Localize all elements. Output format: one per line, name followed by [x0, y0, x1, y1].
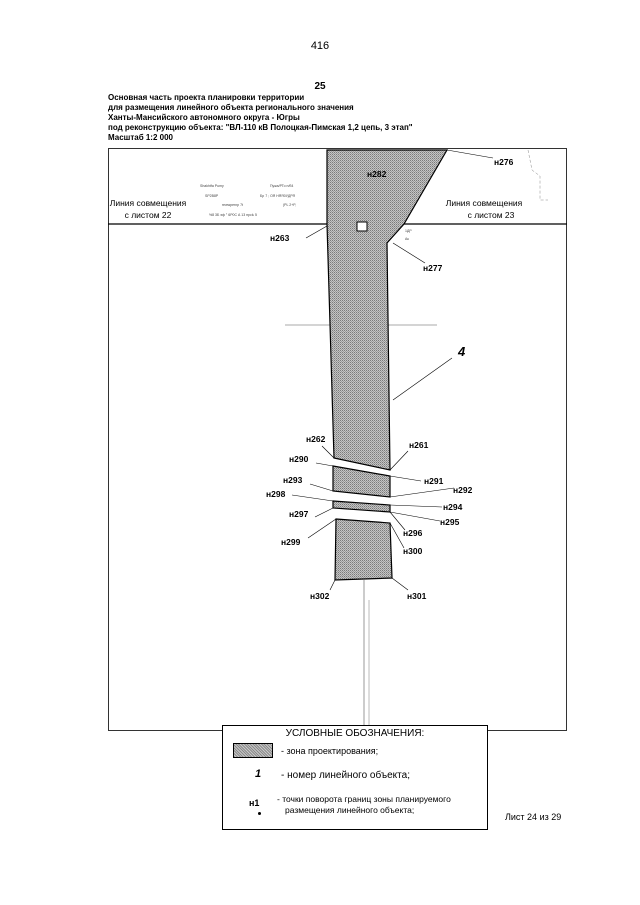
design-zone-strip-1 [332, 465, 391, 498]
header-line: Основная часть проекта планировки террит… [108, 93, 305, 102]
legend-point-dot [258, 812, 261, 815]
sheet-footer: Лист 24 из 29 [505, 812, 562, 822]
map-annotation: rewwpernp 7t [222, 203, 243, 207]
header-line: под реконструкцию объекта: "ВЛ-110 кВ По… [108, 123, 413, 132]
leader-lines [291, 149, 494, 591]
point-label: н276 [494, 157, 514, 167]
point-label: н295 [440, 517, 460, 527]
point-label: н296 [403, 528, 423, 538]
header-line: Ханты-Мансийского автономного округа - Ю… [108, 113, 300, 122]
map-annotation: Пужа/РТо н/б4 [270, 184, 293, 188]
legend-object-number-label: - номер линейного объекта; [281, 770, 410, 781]
legend: УСЛОВНЫЕ ОБОЗНАЧЕНИЯ: - зона проектирова… [222, 725, 488, 830]
point-label: н290 [289, 454, 309, 464]
point-label: н277 [423, 263, 443, 273]
page-number: 416 [310, 40, 330, 52]
design-zone-strip-2 [332, 500, 391, 513]
point-label: н300 [403, 546, 423, 556]
match-line-left: Линия совмещения [110, 198, 187, 208]
map-annotation: 1ДР [405, 229, 412, 233]
point-label: н302 [310, 591, 330, 601]
point-label: н298 [266, 489, 286, 499]
point-label: н261 [409, 440, 429, 450]
map-annotation: Shakhtfa Pumy [200, 184, 224, 188]
sheet-number: 25 [314, 81, 326, 92]
drawing-header: Основная часть проекта планировки террит… [108, 93, 413, 143]
point-label: н297 [289, 509, 309, 519]
match-line-left: с листом 22 [125, 210, 172, 220]
legend-point-label: размещения линейного объекта; [285, 805, 415, 815]
boundary-dashed [527, 149, 548, 201]
point-label: н263 [270, 233, 290, 243]
point-label: н294 [443, 502, 463, 512]
legend-zone-label: - зона проектирования; [281, 746, 379, 756]
match-line-right: Линия совмещения [446, 198, 523, 208]
map-annotation: Бр 7 ; ОЯ НЯЯ0УДРЯ [260, 194, 295, 198]
point-label: н301 [407, 591, 427, 601]
point-label: н282 [367, 169, 387, 179]
legend-object-number-symbol: 1 [255, 768, 262, 780]
point-label: н262 [306, 434, 326, 444]
legend-title: УСЛОВНЫЕ ОБОЗНАЧЕНИЯ: [285, 728, 425, 739]
point-label: н293 [283, 475, 303, 485]
design-zone-main [326, 149, 449, 471]
map-annotation: %8 3Б эф ° 6P0C А 13 прсЬ 5 [209, 213, 257, 217]
map-annotation: Ак [405, 237, 409, 241]
point-label: н291 [424, 476, 444, 486]
scale-label: Масштаб 1:2 000 [108, 133, 173, 142]
legend-point-label: - точки поворота границ зоны планируемог… [277, 794, 451, 804]
match-line-right: с листом 23 [468, 210, 515, 220]
map-annotation: SP2B8P [205, 194, 219, 198]
header-line: для размещения линейного объекта региона… [108, 103, 354, 112]
design-zone-strip-3 [334, 518, 393, 581]
legend-point-symbol: н1 [249, 798, 260, 808]
tower-symbol [356, 221, 368, 232]
map-annotation: (PL 2+P, [283, 203, 296, 207]
point-label: н292 [453, 485, 473, 495]
point-label: н299 [281, 537, 301, 547]
object-number: 4 [457, 344, 466, 359]
legend-zone-swatch [233, 743, 273, 758]
